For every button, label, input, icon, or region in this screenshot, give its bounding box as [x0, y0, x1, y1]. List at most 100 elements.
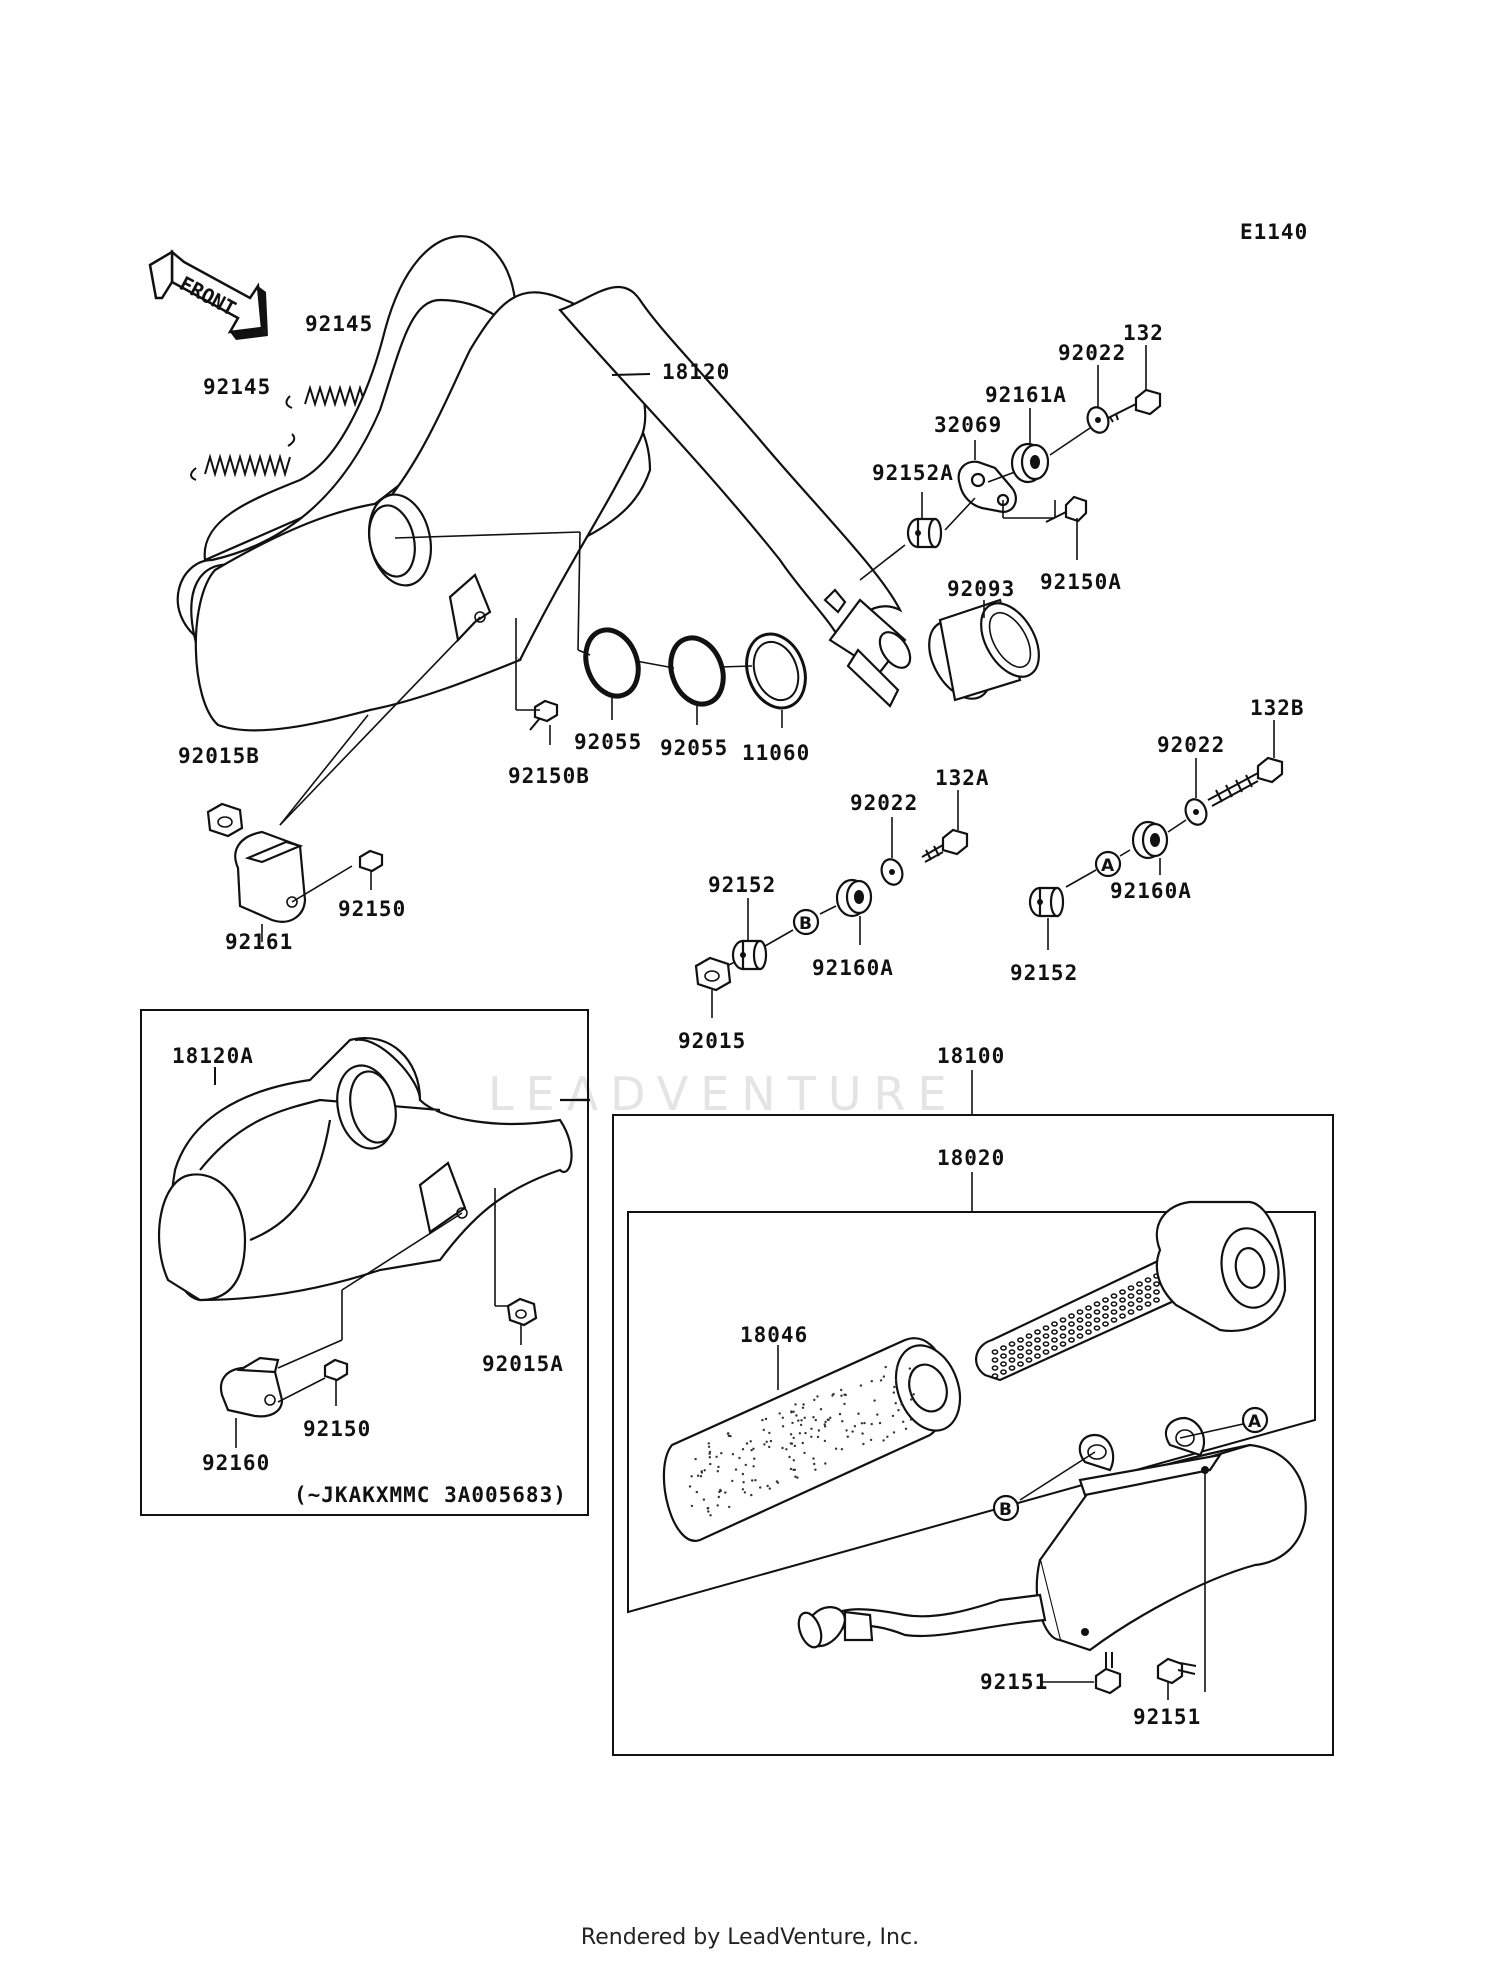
core-hole	[1076, 1325, 1084, 1331]
core-hole	[1119, 1313, 1126, 1319]
packing-texture-dot	[800, 1419, 803, 1422]
bracket-32069-icon	[957, 460, 1017, 514]
label-18100: 18100	[937, 1044, 1005, 1068]
packing-texture-dot	[716, 1470, 719, 1473]
core-hole	[1144, 1301, 1152, 1307]
core-hole	[1102, 1313, 1109, 1319]
label-92022-mid: 92022	[850, 791, 918, 815]
label-92150-left: 92150	[338, 897, 406, 921]
packing-texture-dot	[813, 1462, 816, 1466]
packing-texture-dot	[810, 1435, 813, 1439]
nut-92015b-icon	[206, 802, 244, 838]
core-hole	[1076, 1317, 1084, 1323]
packing-texture-dot	[861, 1432, 864, 1435]
packing-texture-dot	[709, 1462, 712, 1466]
packing-texture-dot	[812, 1416, 815, 1419]
packing-texture-dot	[882, 1375, 886, 1378]
packing-texture-dot	[688, 1485, 692, 1488]
packing-texture-dot	[768, 1445, 771, 1449]
packing-texture-dot	[708, 1452, 711, 1455]
label-92160a-mid: 92160A	[812, 956, 894, 980]
packing-texture-dot	[844, 1393, 847, 1397]
spring-lower-icon	[190, 433, 296, 481]
packing-texture-dot	[763, 1443, 766, 1446]
packing-texture-dot	[829, 1416, 832, 1420]
watermark-text: LEADVENTURE	[488, 1067, 959, 1121]
core-hole	[1059, 1317, 1067, 1323]
nut-92015a-icon	[506, 1297, 538, 1327]
collar-92152-mid-icon	[731, 939, 768, 971]
label-132b: 132B	[1250, 696, 1305, 720]
core-hole	[1000, 1369, 1007, 1375]
o-ring-92055-b	[668, 635, 726, 707]
callout-a-upper-icon: A	[1094, 850, 1122, 878]
packing-texture-dot	[912, 1393, 915, 1396]
core-hole	[1153, 1297, 1160, 1303]
packing-texture-dot	[892, 1391, 895, 1394]
core-hole	[1144, 1277, 1152, 1283]
packing-texture-dot	[891, 1414, 895, 1418]
core-hole	[1000, 1361, 1007, 1367]
packing-texture-dot	[744, 1463, 747, 1467]
packing-texture-dot	[803, 1416, 806, 1420]
packing-texture-dot	[870, 1422, 873, 1426]
label-92161: 92161	[225, 930, 293, 954]
packing-texture-dot	[802, 1403, 805, 1406]
core-hole	[1093, 1325, 1101, 1331]
packing-texture-dot	[846, 1435, 849, 1438]
core-hole	[1025, 1341, 1033, 1347]
packing-texture-dot	[799, 1423, 803, 1427]
packing-texture-dot	[860, 1422, 864, 1425]
core-hole	[1119, 1289, 1126, 1295]
packing-texture-dot	[823, 1439, 827, 1443]
packing-texture-dot	[695, 1490, 698, 1494]
washer-92022-top-icon	[1086, 406, 1110, 434]
packing-texture-dot	[731, 1453, 735, 1456]
packing-texture-dot	[781, 1425, 785, 1428]
packing-texture-dot	[841, 1420, 844, 1423]
core-hole	[1119, 1297, 1126, 1303]
core-hole	[1034, 1337, 1041, 1343]
packing-texture-dot	[909, 1418, 913, 1421]
packing-texture-dot	[795, 1414, 798, 1417]
packing-texture-dot	[810, 1427, 813, 1431]
packing-texture-dot	[819, 1408, 823, 1411]
packing-texture-dot	[812, 1457, 815, 1460]
core-hole	[1110, 1301, 1118, 1307]
packing-texture-dot	[801, 1406, 805, 1410]
gasket-11060	[745, 632, 807, 710]
packing-texture-dot	[794, 1475, 797, 1478]
packing-texture-dot	[882, 1439, 885, 1442]
washer-92022-mid-icon	[880, 858, 904, 886]
packing-texture-dot	[749, 1440, 752, 1443]
packing-texture-dot	[873, 1399, 876, 1402]
callout-b-upper-label: B	[799, 914, 812, 934]
label-92145-upper: 92145	[305, 312, 373, 336]
core-hole	[1144, 1285, 1152, 1291]
core-hole	[1042, 1333, 1050, 1339]
callout-b-lower-label: B	[999, 1500, 1012, 1520]
packing-texture-dot	[768, 1431, 771, 1435]
core-hole	[1068, 1329, 1075, 1335]
label-92150b: 92150B	[508, 764, 590, 788]
packing-texture-dot	[789, 1442, 792, 1445]
core-hole	[1144, 1293, 1152, 1299]
packing-texture-dot	[878, 1421, 882, 1425]
packing-texture-dot	[741, 1448, 745, 1451]
core-hole	[1068, 1337, 1075, 1343]
label-92145-lower: 92145	[203, 375, 271, 399]
packing-texture-dot	[804, 1431, 807, 1435]
packing-texture-dot	[727, 1434, 730, 1438]
packing-texture-dot	[792, 1459, 795, 1462]
packing-texture-dot	[909, 1391, 912, 1394]
packing-texture-dot	[727, 1432, 730, 1435]
callout-a-lower-icon: A	[1241, 1406, 1269, 1434]
packing-texture-dot	[703, 1469, 706, 1472]
packing-texture-dot	[741, 1488, 745, 1491]
packing-texture-dot	[869, 1438, 873, 1442]
packing-texture-dot	[870, 1380, 873, 1383]
packing-texture-dot	[840, 1388, 843, 1392]
packing-texture-dot	[840, 1448, 844, 1451]
packing-texture-dot	[694, 1457, 697, 1461]
packing-texture-dot	[823, 1425, 827, 1428]
